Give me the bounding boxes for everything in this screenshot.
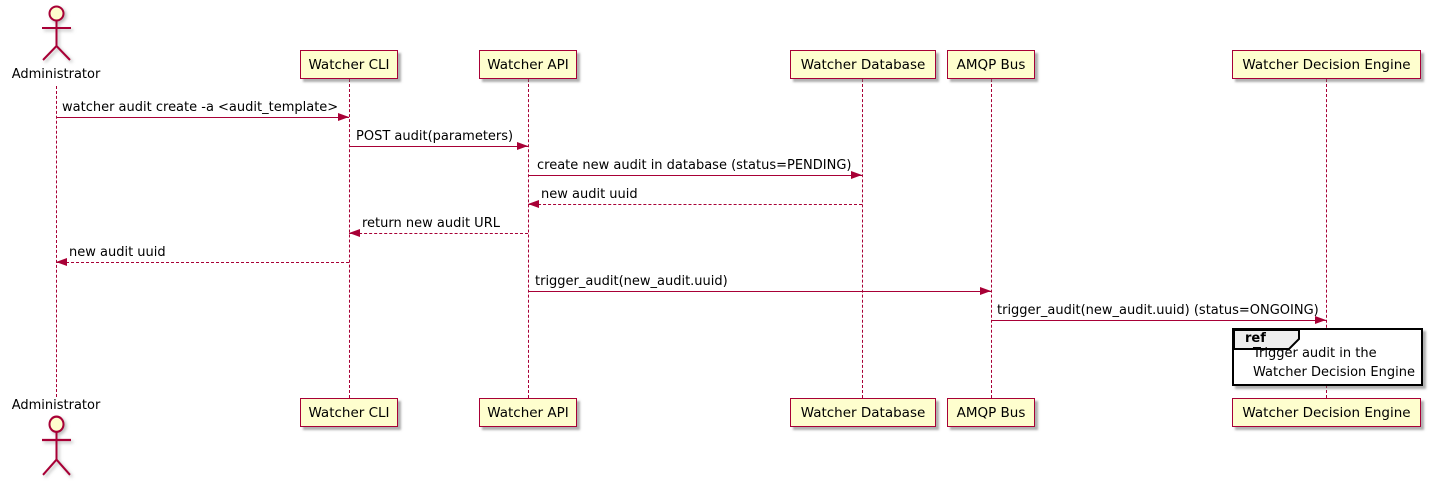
arrowhead-icon: [56, 258, 67, 266]
ref-text-line2: Watcher Decision Engine: [1253, 365, 1415, 380]
lifeline-administrator: [56, 86, 57, 397]
actor-label-bottom: Administrator: [11, 398, 101, 413]
message-label: return new audit URL: [362, 216, 500, 231]
message-label: POST audit(parameters): [356, 129, 514, 144]
message-label: create new audit in database (status=PEN…: [537, 158, 852, 173]
message-line: [56, 262, 349, 263]
arrowhead-icon: [1315, 316, 1326, 324]
actor-figure-icon: [42, 5, 71, 61]
participant-top-watcher-database: Watcher Database: [790, 50, 936, 79]
actor-figure-bottom-icon: [42, 415, 71, 476]
message-line: [349, 146, 528, 147]
lifeline-watcher-decision-engine: [1326, 79, 1327, 398]
participant-top-watcher-cli: Watcher CLI: [300, 50, 398, 79]
lifeline-watcher-api: [528, 79, 529, 398]
message-label: new audit uuid: [69, 245, 166, 260]
arrowhead-icon: [338, 113, 349, 121]
actor-label: Administrator: [11, 67, 101, 82]
arrowhead-icon: [528, 200, 539, 208]
participant-bottom-watcher-cli: Watcher CLI: [300, 398, 398, 427]
lifeline-watcher-database: [862, 79, 863, 398]
participant-top-amqp-bus: AMQP Bus: [947, 50, 1035, 79]
ref-keyword: ref: [1245, 331, 1266, 346]
message-label: new audit uuid: [541, 187, 638, 202]
message-line: [991, 320, 1326, 321]
participant-bottom-watcher-decision-engine: Watcher Decision Engine: [1232, 398, 1421, 427]
message-label: trigger_audit(new_audit.uuid) (status=ON…: [997, 303, 1319, 318]
ref-text: Trigger audit in the Watcher Decision En…: [1253, 344, 1415, 382]
participant-top-watcher-decision-engine: Watcher Decision Engine: [1232, 50, 1421, 79]
arrowhead-icon: [851, 171, 862, 179]
message-line: [56, 117, 349, 118]
ref-header-pentagon-icon: [1233, 329, 1300, 350]
ref-fragment: ref Trigger audit in the Watcher Decisio…: [1232, 328, 1423, 386]
lifeline-watcher-cli: [349, 79, 350, 398]
message-line: [528, 175, 862, 176]
participant-bottom-watcher-database: Watcher Database: [790, 398, 936, 427]
arrowhead-icon: [980, 287, 991, 295]
arrowhead-icon: [349, 229, 360, 237]
participant-top-watcher-api: Watcher API: [479, 50, 577, 79]
arrowhead-icon: [517, 142, 528, 150]
ref-text-line1: Trigger audit in the: [1253, 346, 1377, 361]
message-label: trigger_audit(new_audit.uuid): [535, 274, 728, 289]
participant-bottom-amqp-bus: AMQP Bus: [947, 398, 1035, 427]
lifeline-amqp-bus: [991, 79, 992, 398]
message-line: [349, 233, 528, 234]
message-label: watcher audit create -a <audit_template>: [62, 100, 339, 115]
message-line: [528, 204, 862, 205]
participant-bottom-watcher-api: Watcher API: [479, 398, 577, 427]
message-line: [528, 291, 991, 292]
